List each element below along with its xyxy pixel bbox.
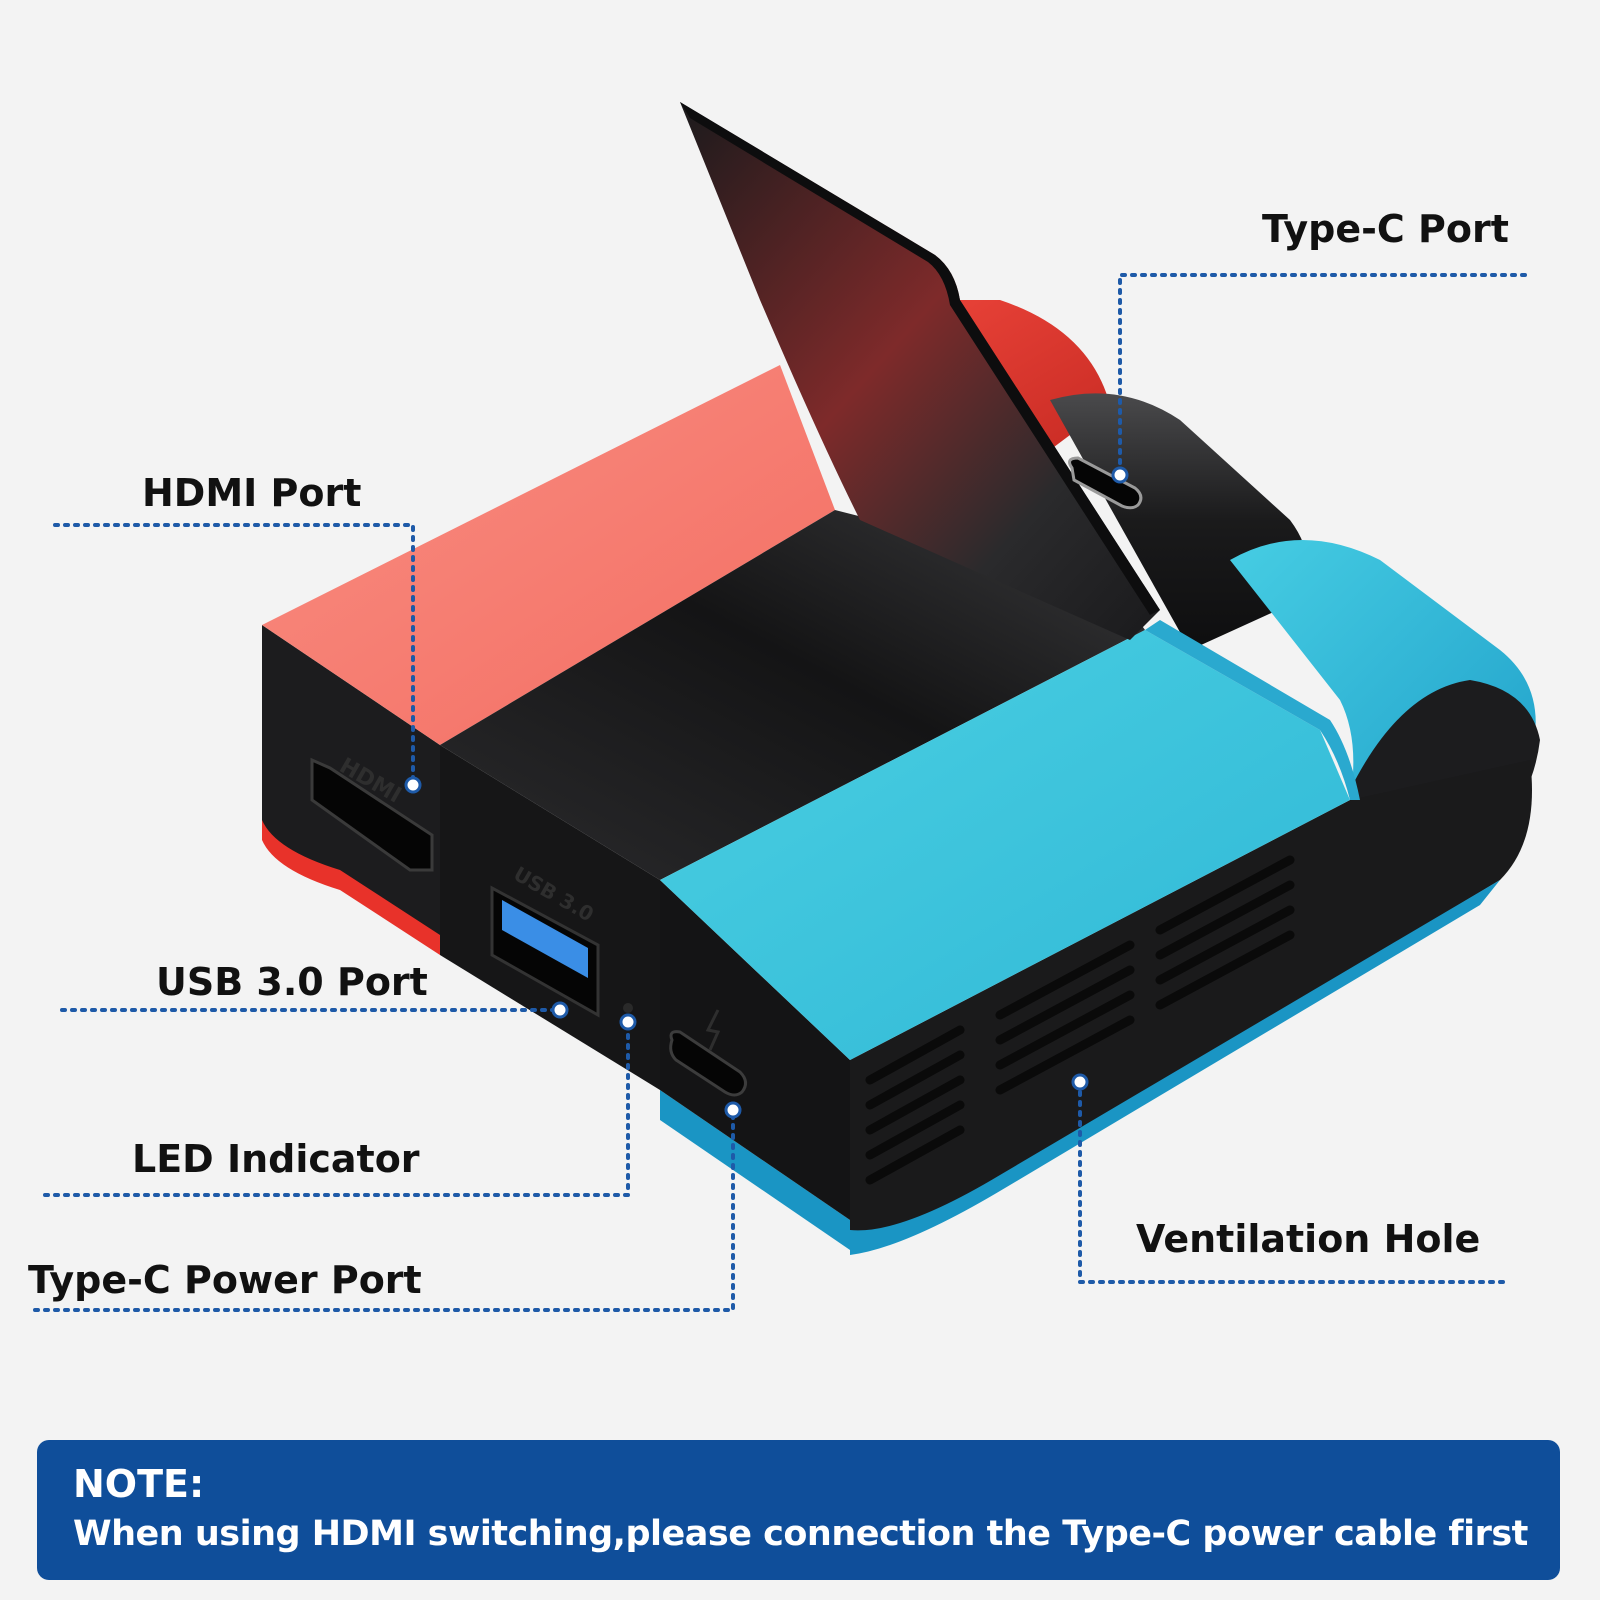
leader-lines xyxy=(33,273,1527,1312)
rear-usb-c-port-icon xyxy=(1068,456,1143,510)
note-title: NOTE: xyxy=(73,1462,205,1506)
leader-dots xyxy=(404,466,1129,1119)
led-indicator-label: LED Indicator xyxy=(132,1137,420,1181)
note-text: When using HDMI switching,please connect… xyxy=(73,1513,1528,1554)
note-banner: NOTE: When using HDMI switching,please c… xyxy=(37,1440,1560,1580)
led-icon xyxy=(623,1003,633,1013)
type-c-power-port-label: Type-C Power Port xyxy=(28,1258,422,1302)
ventilation-hole-label: Ventilation Hole xyxy=(1136,1217,1481,1261)
usb-c-port-icon xyxy=(669,1030,747,1097)
ventilation-hole-grille xyxy=(865,855,1295,1185)
lightning-icon xyxy=(705,1009,721,1051)
usb-port-label: USB 3.0 Port xyxy=(156,960,428,1004)
type-c-port-label: Type-C Port xyxy=(1262,207,1509,251)
kickstand xyxy=(680,102,1160,640)
device-top xyxy=(262,365,1360,1060)
hdmi-port-label: HDMI Port xyxy=(142,471,362,515)
